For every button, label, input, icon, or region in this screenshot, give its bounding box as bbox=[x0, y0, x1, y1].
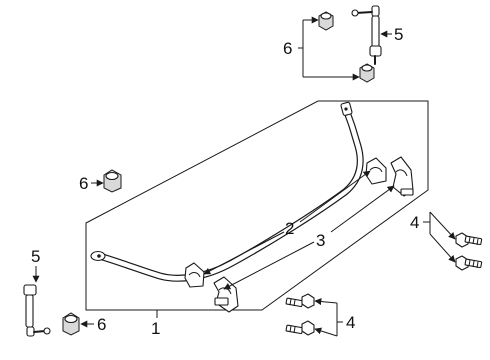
nut-top bbox=[318, 11, 334, 31]
bolt-right-lower bbox=[455, 255, 483, 271]
callout-4-right: 4 bbox=[410, 211, 456, 263]
callout-6-mid-label: 6 bbox=[79, 174, 88, 193]
callout-4-right-label: 4 bbox=[410, 213, 419, 232]
callout-3-label: 3 bbox=[316, 231, 325, 250]
callout-6-bottom: 6 bbox=[80, 315, 106, 334]
callout-6-mid: 6 bbox=[79, 174, 104, 193]
assembly-outline bbox=[85, 100, 429, 311]
callout-6-top: 6 bbox=[283, 16, 360, 81]
nut-top-lower bbox=[359, 63, 375, 83]
callout-4-bottom: 4 bbox=[314, 298, 355, 337]
nut-mid bbox=[103, 169, 122, 193]
callout-6-top-label: 6 bbox=[283, 39, 292, 58]
link-top bbox=[351, 5, 382, 65]
bushing-left bbox=[184, 262, 205, 288]
callout-5-top-label: 5 bbox=[394, 25, 403, 44]
callout-6-bottom-label: 6 bbox=[97, 315, 106, 334]
stabilizer-bar bbox=[90, 101, 364, 282]
callout-2: 2 bbox=[203, 170, 371, 275]
callout-1-label: 1 bbox=[151, 319, 160, 338]
bolt-bottom-upper bbox=[285, 293, 315, 309]
callout-5-top: 5 bbox=[380, 25, 403, 44]
callout-2-label: 2 bbox=[285, 219, 294, 238]
bracket-left bbox=[213, 276, 239, 313]
callout-4-bottom-label: 4 bbox=[346, 313, 355, 332]
callout-3: 3 bbox=[223, 185, 395, 290]
bracket-right bbox=[390, 156, 414, 197]
bolt-right-upper bbox=[455, 232, 483, 248]
bolt-bottom-lower bbox=[285, 320, 315, 336]
callout-5-left-label: 5 bbox=[31, 247, 40, 266]
callout-1: 1 bbox=[151, 310, 160, 338]
link-bottom-left bbox=[23, 284, 51, 337]
callout-5-left: 5 bbox=[31, 247, 40, 283]
bushing-right bbox=[365, 157, 387, 185]
nut-bottom-left bbox=[62, 312, 80, 336]
